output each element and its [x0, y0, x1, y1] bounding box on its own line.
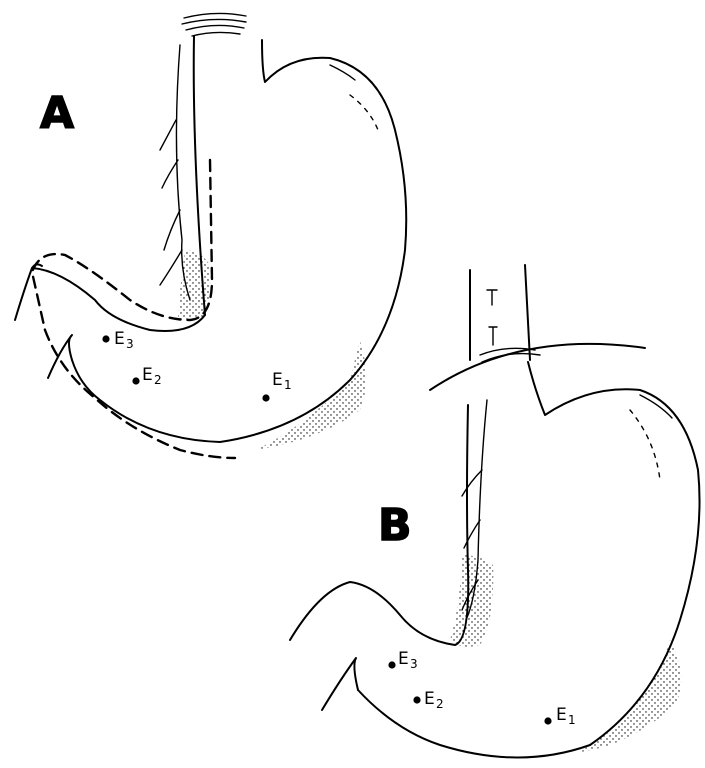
panel-b-letter: B	[378, 500, 412, 551]
panel-b: B E	[290, 265, 700, 758]
panel-a-e1-label: E	[272, 370, 283, 390]
panel-a-letter: A	[40, 88, 74, 139]
panel-b-e2-label: E	[424, 689, 435, 709]
panel-a-e2-label: E	[142, 365, 153, 385]
panel-a-electrode-e3: E 3	[102, 329, 133, 351]
panel-b-electrode-e2: E 2	[413, 689, 443, 711]
panel-a-electrode-e2: E 2	[132, 365, 161, 387]
panel-a-e2-sub: 2	[154, 373, 162, 387]
panel-a: A E	[15, 13, 406, 458]
panel-b-electrode-e1: E 1	[544, 705, 575, 727]
panel-a-e3-label: E	[114, 329, 125, 349]
panel-b-e1-label: E	[556, 705, 567, 725]
panel-a-e3-sub: 3	[126, 337, 134, 351]
panel-b-electrode-e3: E 3	[388, 649, 417, 671]
panel-b-e3-label: E	[398, 649, 409, 669]
panel-a-e1-sub: 1	[284, 378, 292, 392]
panel-b-stomach-outline	[290, 265, 700, 758]
panel-b-e3-sub: 3	[410, 657, 418, 671]
panel-b-e2-sub: 2	[436, 697, 444, 711]
panel-a-electrode-e1: E 1	[262, 370, 291, 402]
panel-b-e1-sub: 1	[568, 713, 576, 727]
